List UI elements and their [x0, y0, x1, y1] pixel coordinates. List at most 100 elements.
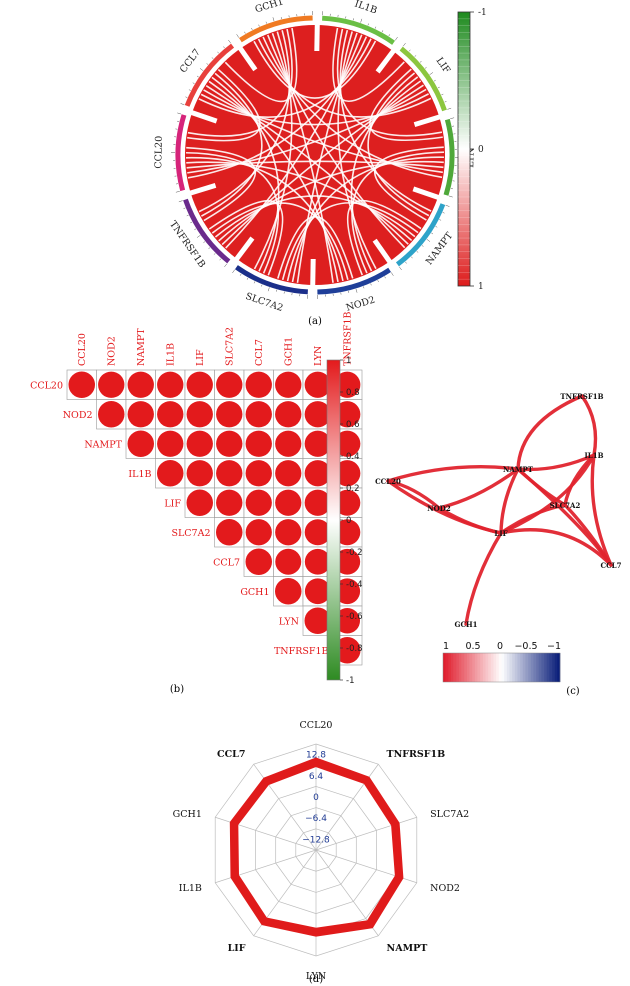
sector-arc — [239, 15, 313, 43]
row-label-slc7a2: SLC7A2 — [171, 528, 210, 539]
colorbar-c-segment — [485, 653, 489, 682]
row-label-il1b: IL1B — [128, 469, 151, 480]
chord-link — [186, 156, 344, 282]
radar-tick-label: 0 — [313, 793, 319, 803]
row-label-lif: LIF — [164, 498, 181, 509]
correlation-circle — [216, 489, 243, 516]
node-label-ccl7: CCL7 — [601, 561, 622, 570]
gene-label-il1b: IL1B — [353, 0, 378, 16]
sector-tick — [431, 232, 434, 235]
radar-axis-label-lyn: LYN — [306, 971, 326, 982]
chord-link — [262, 36, 443, 179]
colorbar-c-segment — [530, 653, 534, 682]
sector-tick — [381, 30, 384, 33]
radar-axis-label-ccl7: CCL7 — [217, 749, 245, 760]
colorbar-c-segment — [557, 653, 561, 682]
sector-tick — [258, 24, 260, 27]
row-label-ccl20: CCL20 — [30, 380, 63, 391]
node-label-tnfrsf1b: TNFRSF1B — [560, 392, 603, 401]
sector-tick — [188, 89, 191, 91]
chord-link — [291, 80, 422, 283]
sector-tick — [239, 273, 242, 276]
radar-series-line — [233, 762, 400, 932]
colorbar-c-segment — [522, 653, 526, 682]
sector-arc — [399, 46, 447, 112]
colorbar-c-segment — [512, 653, 516, 682]
sector-tick — [399, 266, 402, 271]
sector-arc — [184, 43, 235, 107]
radar-axis-label-slc7a2: SLC7A2 — [430, 809, 469, 820]
correlation-circle — [275, 519, 302, 546]
colorbar-c-segment — [506, 653, 510, 682]
sector-tick — [441, 93, 444, 96]
network-edge — [386, 479, 441, 510]
column-label-gch1: GCH1 — [283, 337, 294, 366]
colorbar-c-segment — [493, 653, 497, 682]
correlation-circle — [304, 430, 331, 457]
colorbar-b-tick-label: 0.6 — [346, 420, 360, 430]
colorbar-c-segment — [517, 653, 521, 682]
gene-label-lif: LIF — [434, 56, 453, 76]
sector-tick — [236, 34, 239, 38]
sector-tick — [395, 36, 398, 41]
correlation-circle — [334, 489, 361, 516]
gene-label-gch1: GCH1 — [254, 0, 285, 15]
sector-gap — [234, 42, 258, 72]
correlation-circle — [304, 607, 331, 634]
sector-tick — [402, 42, 406, 47]
colorbar-c-segment — [458, 653, 462, 682]
sector-gap — [412, 186, 445, 202]
colorbar-c-segment — [490, 653, 494, 682]
sector-tick — [374, 26, 377, 29]
sector-tick — [251, 27, 253, 30]
sector-tick — [265, 21, 267, 24]
sector-tick — [442, 212, 445, 214]
sector-tick — [435, 226, 438, 228]
sector-tick — [363, 286, 365, 289]
correlation-circle — [304, 548, 331, 575]
chord-link — [221, 84, 424, 246]
sector-gap — [185, 108, 218, 124]
column-label-lif: LIF — [195, 349, 206, 366]
sector-arc — [395, 203, 446, 267]
colorbar-c-segment — [498, 653, 502, 682]
correlation-circle — [304, 460, 331, 487]
panel-label-a: (a) — [308, 316, 322, 327]
network-edge — [580, 394, 598, 457]
colorbar-c-segment — [472, 653, 476, 682]
colorbar-b-tick-label: 1 — [346, 356, 351, 366]
column-label-nampt: NAMPT — [136, 328, 147, 366]
row-label-tnfrsf1b: TNFRSF1B — [274, 646, 329, 657]
correlation-circle — [245, 489, 272, 516]
colorbar-c-segment — [445, 653, 449, 682]
sector-tick — [444, 101, 447, 103]
sector-gap — [372, 238, 396, 268]
correlation-circle — [98, 371, 125, 398]
correlation-circle — [245, 401, 272, 428]
sector-tick — [213, 253, 216, 255]
correlation-circle — [275, 489, 302, 516]
sector-tick — [421, 245, 424, 247]
colorbar-c-segment — [456, 653, 460, 682]
sector-tick — [208, 247, 211, 250]
sector-tick — [377, 280, 379, 283]
radar-series — [229, 757, 404, 937]
correlation-circle — [245, 371, 272, 398]
sector-tick — [384, 276, 386, 279]
sector-arc — [234, 265, 308, 295]
sector-tick — [244, 31, 246, 34]
correlation-circle — [245, 519, 272, 546]
column-label-il1b: IL1B — [165, 343, 176, 366]
correlation-circle — [157, 371, 184, 398]
colorbar-c-segment — [448, 653, 452, 682]
sector-tick — [414, 55, 417, 57]
colorbar-c-segment — [482, 653, 486, 682]
sector-tick — [370, 283, 372, 286]
colorbar-c-segment — [496, 653, 500, 682]
chord-link — [337, 31, 377, 270]
sector-tick — [211, 57, 214, 59]
network-edge — [563, 503, 613, 567]
correlation-circle — [304, 371, 331, 398]
chord-link — [186, 151, 279, 274]
